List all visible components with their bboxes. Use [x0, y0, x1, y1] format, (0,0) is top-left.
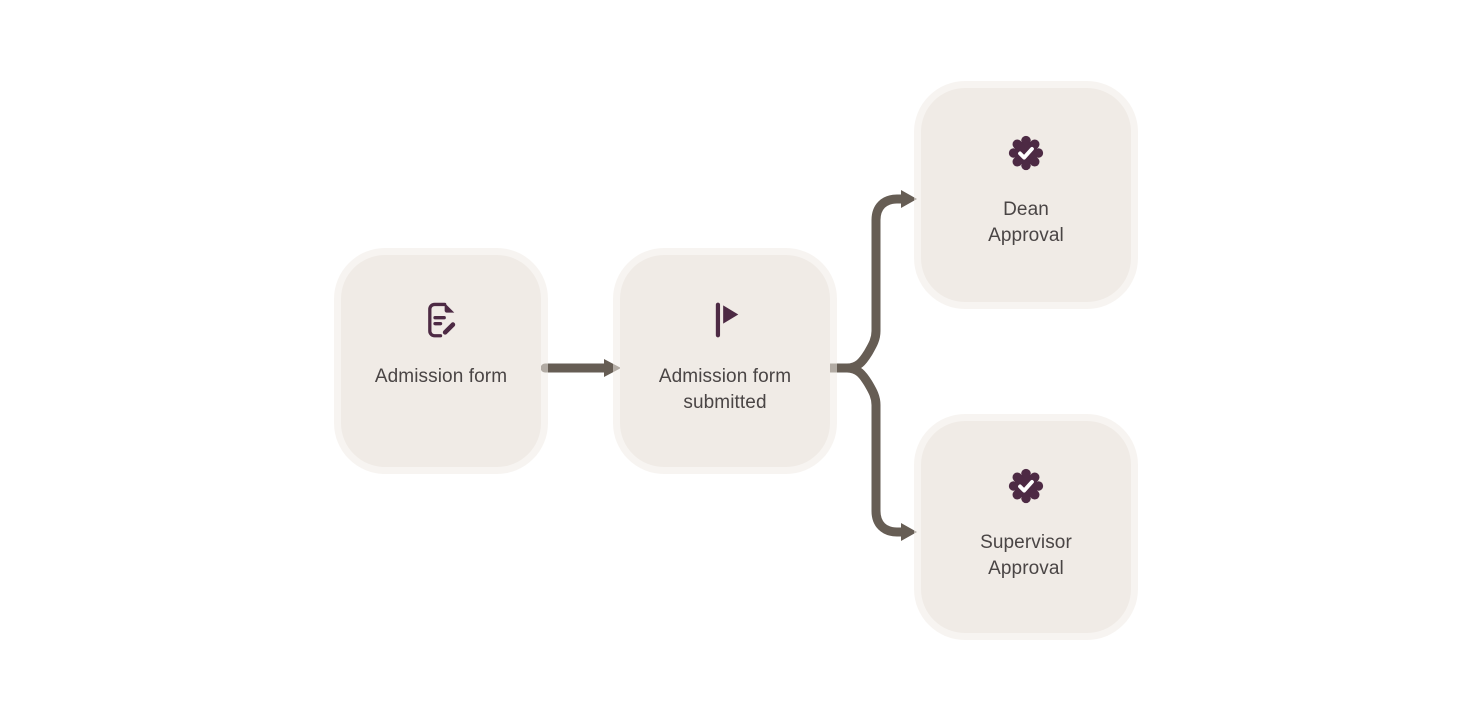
edge-submitted-to-dean-approval	[826, 190, 917, 373]
node-label-line: submitted	[683, 392, 767, 413]
edge-submitted-to-supervisor-approval	[826, 363, 917, 541]
node-label-line: Approval	[988, 225, 1064, 246]
node-label: Dean Approval	[988, 197, 1064, 249]
approval-badge-icon	[1004, 464, 1048, 508]
node-label-line: Admission form	[374, 366, 508, 387]
approval-badge-icon	[1004, 131, 1048, 175]
node-admission-form[interactable]: Admission form	[341, 255, 541, 467]
flag-icon	[703, 298, 747, 342]
node-label: Admission form	[375, 364, 507, 390]
node-dean-approval[interactable]: Dean Approval	[921, 88, 1131, 302]
node-label: Supervisor Approval	[980, 530, 1072, 582]
node-label: Admission form submitted	[659, 364, 791, 416]
node-label-line: Supervisor	[980, 532, 1072, 553]
node-admission-form-submitted[interactable]: Admission form submitted	[620, 255, 830, 467]
edge-admission-form-to-submitted	[540, 359, 621, 377]
document-edit-icon	[419, 298, 463, 342]
node-label-line: Dean	[1003, 199, 1049, 220]
node-supervisor-approval[interactable]: Supervisor Approval	[921, 421, 1131, 633]
node-label-line: Approval	[988, 558, 1064, 579]
node-label-line: Admission form	[658, 366, 792, 387]
